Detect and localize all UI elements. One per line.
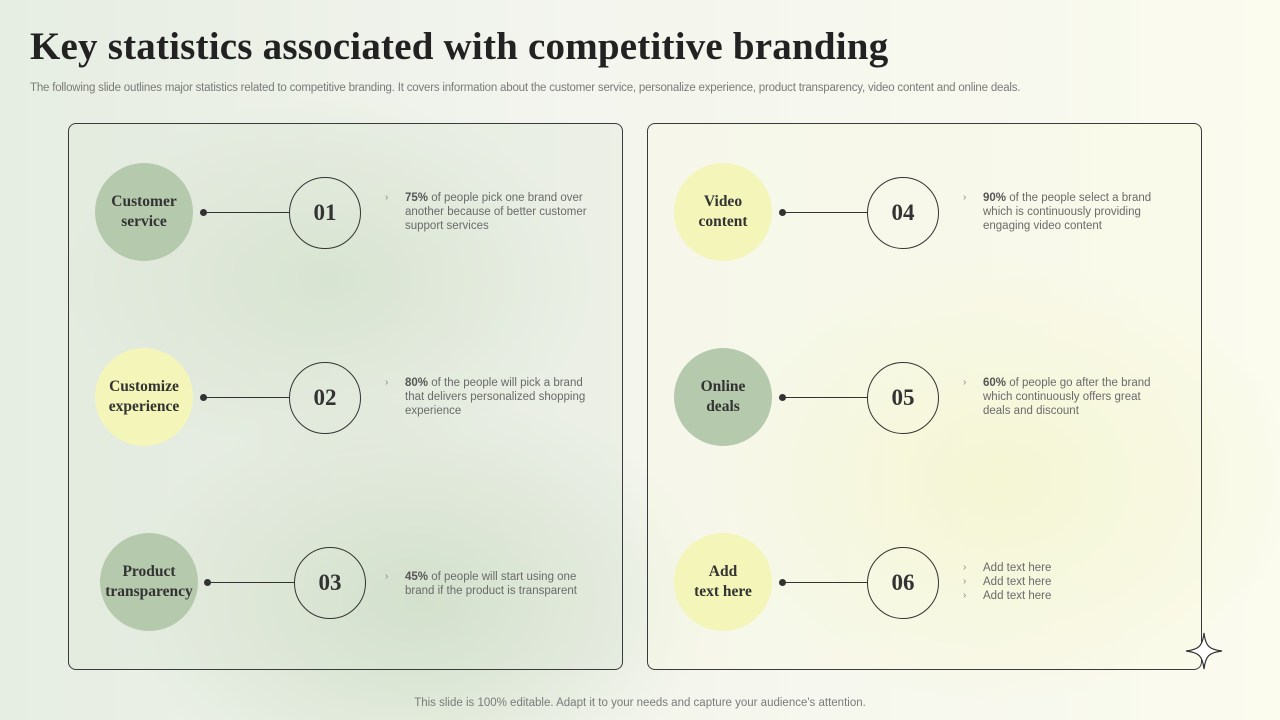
connector-line	[204, 397, 289, 399]
category-label: transparency	[105, 583, 193, 600]
connector-dot	[779, 579, 786, 586]
number-circle: 02	[289, 362, 361, 434]
chevron-right-icon: ›	[963, 576, 967, 587]
right-panel: Video content 04 › 90% of the people sele…	[647, 123, 1202, 670]
category-label: experience	[108, 398, 180, 415]
stat-text: of people pick one brand over another be…	[405, 192, 587, 232]
stat-description: › 60% of people go after the brand which…	[963, 376, 1168, 418]
chevron-right-icon: ›	[963, 377, 967, 388]
stat-description: › 90% of the people select a brand which…	[963, 191, 1168, 233]
stat-row-05: Online deals 05 › 60% of people go after …	[648, 348, 1201, 448]
list-item-text: Add text here	[983, 576, 1052, 588]
list-item: › Add text here	[963, 575, 1051, 589]
number-circle: 01	[289, 177, 361, 249]
category-label: Video	[703, 193, 743, 210]
stat-percent: 80%	[405, 377, 429, 389]
category-circle-product-transparency: Product transparency	[100, 533, 198, 631]
stat-row-01: Customer service 01 › 75% of people pick …	[69, 163, 622, 263]
category-label: Online	[700, 378, 746, 395]
connector-dot	[779, 209, 786, 216]
placeholder-bullet-list: › Add text here › Add text here › Add text …	[963, 561, 1051, 603]
category-label: Customize	[109, 378, 179, 395]
chevron-right-icon: ›	[385, 192, 389, 203]
category-label: service	[121, 213, 167, 230]
sparkle-star-icon	[1185, 632, 1223, 670]
list-item: › Add text here	[963, 589, 1051, 603]
stat-text: of people will start using one brand if …	[405, 571, 577, 597]
connector-line	[208, 582, 294, 584]
list-item-text: Add text here	[983, 562, 1052, 574]
number-circle: 03	[294, 547, 366, 619]
list-item-text: Add text here	[983, 590, 1052, 602]
connector-line	[783, 212, 868, 214]
chevron-right-icon: ›	[385, 377, 389, 388]
stat-text: of the people will pick a brand that del…	[405, 377, 586, 417]
category-label: Customer	[111, 193, 177, 210]
category-label: Product	[122, 563, 176, 580]
chevron-right-icon: ›	[385, 571, 389, 582]
stat-row-04: Video content 04 › 90% of the people sele…	[648, 163, 1201, 263]
category-circle-customize-experience: Customize experience	[95, 348, 193, 446]
category-circle-customer-service: Customer service	[95, 163, 193, 261]
slide-title: Key statistics associated with competiti…	[30, 25, 889, 68]
stat-description: › 45% of people will start using one bra…	[385, 570, 605, 598]
number-circle: 05	[867, 362, 939, 434]
stat-percent: 75%	[405, 192, 429, 204]
category-label: content	[698, 213, 748, 230]
connector-dot	[200, 209, 207, 216]
chevron-right-icon: ›	[963, 562, 967, 573]
category-circle-online-deals: Online deals	[674, 348, 772, 446]
slide-subtitle: The following slide outlines major stati…	[30, 82, 1021, 94]
connector-line	[783, 397, 868, 399]
connector-line	[204, 212, 289, 214]
stat-percent: 60%	[983, 377, 1007, 389]
category-circle-add-text: Add text here	[674, 533, 772, 631]
stat-percent: 45%	[405, 571, 429, 583]
stat-row-03: Product transparency 03 › 45% of people w…	[69, 533, 622, 633]
stat-text: of the people select a brand which is co…	[983, 192, 1152, 232]
category-label: deals	[706, 398, 740, 415]
category-circle-video-content: Video content	[674, 163, 772, 261]
connector-line	[783, 582, 867, 584]
connector-dot	[779, 394, 786, 401]
category-label: text here	[694, 583, 752, 600]
chevron-right-icon: ›	[963, 590, 967, 601]
stat-row-06: Add text here 06 › Add text here › Add text…	[648, 533, 1201, 633]
stat-row-02: Customize experience 02 › 80% of the peop…	[69, 348, 622, 448]
stat-percent: 90%	[983, 192, 1007, 204]
chevron-right-icon: ›	[963, 192, 967, 203]
connector-dot	[200, 394, 207, 401]
category-label: Add	[708, 563, 738, 580]
stat-text: of people go after the brand which conti…	[983, 377, 1151, 417]
stat-description: › 75% of people pick one brand over anot…	[385, 191, 590, 233]
connector-dot	[204, 579, 211, 586]
number-circle: 04	[867, 177, 939, 249]
number-circle: 06	[867, 547, 939, 619]
left-panel: Customer service 01 › 75% of people pick …	[68, 123, 623, 670]
stat-description: › 80% of the people will pick a brand th…	[385, 376, 590, 418]
footer-note: This slide is 100% editable. Adapt it to…	[414, 697, 866, 709]
list-item: › Add text here	[963, 561, 1051, 575]
